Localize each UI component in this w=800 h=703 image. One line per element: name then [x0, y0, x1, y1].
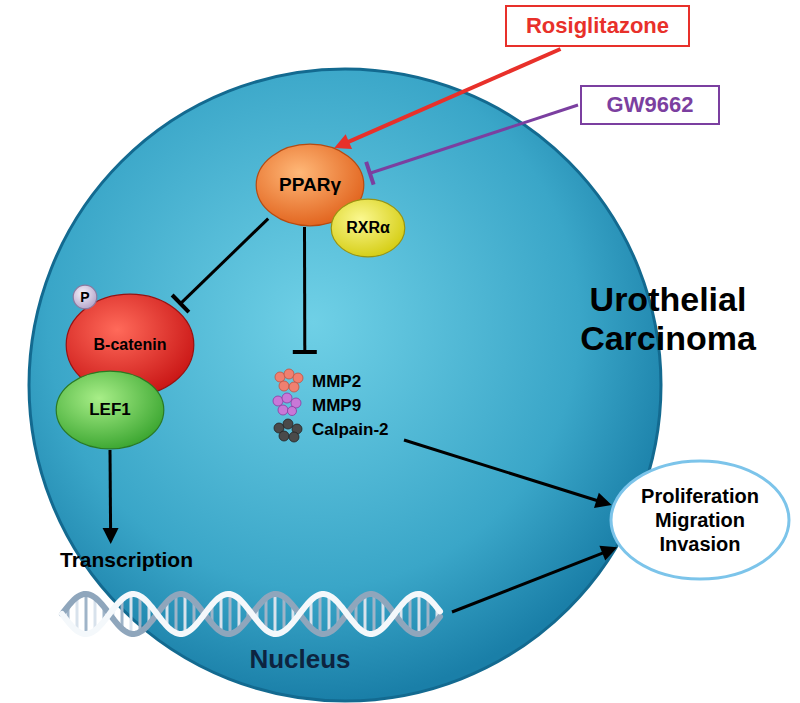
inhibition-bar — [172, 295, 189, 312]
dna-rung — [220, 596, 223, 631]
outcome-ellipse: Proliferation Migration Invasion — [608, 458, 792, 582]
dna-rung — [238, 599, 241, 629]
arrow-head — [334, 134, 352, 149]
dna-rung — [229, 594, 232, 634]
connector-line — [181, 219, 269, 304]
dna-rung — [85, 594, 88, 634]
dna-rung — [436, 608, 439, 621]
connector-line — [370, 105, 578, 173]
connector — [452, 546, 617, 612]
dna-rung — [310, 600, 313, 628]
dna-rung — [418, 594, 421, 634]
process-label: Transcription — [60, 548, 193, 572]
dna-rung — [247, 609, 250, 619]
dna-rung — [400, 606, 403, 623]
drug-name: Rosiglitazone — [526, 13, 669, 39]
enzyme-name: Calpain-2 — [312, 418, 389, 442]
text-holder: Nucleus — [249, 645, 350, 675]
ellipse-shape — [611, 461, 789, 579]
connector — [366, 105, 578, 185]
dna-rung — [202, 612, 205, 616]
calpain2-molecule — [274, 419, 302, 442]
protein-name: B-catenin — [94, 335, 167, 354]
dna-rung — [121, 599, 124, 628]
dna-rung — [157, 613, 160, 616]
dna-rung — [265, 598, 268, 630]
connector — [334, 49, 560, 149]
dna-rung — [427, 598, 430, 630]
cell-body — [29, 69, 661, 701]
mmp2-molecule — [275, 369, 303, 392]
dna-rung — [94, 598, 97, 631]
dna-rung — [211, 604, 214, 623]
cell-circle: Urothelial CarcinomaNucleusPPARγRXRαPB-c… — [27, 67, 663, 703]
connector-line — [404, 440, 599, 501]
protein-name: LEF1 — [89, 400, 131, 420]
dna-rung — [409, 597, 412, 631]
dna-rung — [283, 597, 286, 631]
dna-rung — [373, 594, 376, 633]
phosphate-label: P — [80, 289, 89, 306]
enzyme-name: MMP9 — [312, 394, 361, 418]
dna-rung — [337, 603, 340, 625]
arrow-head — [599, 546, 617, 561]
arrow-head — [594, 493, 612, 508]
outcome-label: Proliferation Migration Invasion — [641, 484, 759, 556]
dna-rung — [301, 611, 304, 618]
inhibition-bar — [366, 162, 373, 185]
dna-rung — [148, 604, 151, 624]
connector — [172, 219, 268, 313]
connector-line — [109, 450, 113, 531]
dna-rung — [103, 607, 106, 621]
protein-name: RXRα — [346, 218, 390, 237]
phosphate-circle: P — [72, 284, 98, 310]
connector — [404, 440, 612, 508]
text-holder: Urothelial Carcinoma — [580, 280, 756, 358]
protein-ellipse: LEF1 — [55, 370, 165, 450]
dna-rung — [175, 595, 178, 633]
dna-rung — [391, 611, 394, 618]
nucleus-label: Nucleus — [249, 645, 350, 675]
dna-strand — [62, 594, 440, 634]
connector-line — [452, 552, 605, 612]
connector — [103, 450, 119, 544]
enzyme-name: MMP2 — [312, 370, 361, 394]
arrow-head — [103, 528, 119, 544]
protein-name: PPARγ — [279, 174, 341, 197]
dna-rung — [67, 606, 70, 621]
dna-rung — [319, 594, 322, 633]
dna-rung — [274, 594, 277, 634]
dna-rung — [292, 606, 295, 623]
dna-rung — [355, 603, 358, 625]
dna-rung — [112, 609, 115, 618]
ellipse-shape — [331, 199, 405, 257]
connector-line — [303, 227, 306, 352]
dna-rung — [328, 595, 331, 632]
enzyme-group: MMP2MMP9Calpain-2 — [260, 362, 400, 446]
inhibition-bar — [293, 350, 317, 354]
drug-box: Rosiglitazone — [505, 5, 690, 47]
transcription-group: Transcription — [55, 548, 450, 648]
dna-rung — [184, 595, 187, 633]
cell-type-label: Urothelial Carcinoma — [580, 280, 756, 358]
dna-rung — [139, 596, 142, 632]
dna-rung — [364, 595, 367, 632]
mmp9-molecule — [273, 393, 301, 416]
dna-rung — [130, 594, 133, 634]
ellipse-shape — [73, 285, 97, 309]
dna-strand — [62, 594, 440, 634]
antagonist-name: GW9662 — [607, 92, 694, 118]
dna-rung — [382, 600, 385, 628]
dna-rung — [256, 608, 259, 621]
connector-line — [346, 49, 560, 143]
dna-rung — [193, 601, 196, 627]
receptor-ellipse: RXRα — [330, 198, 406, 258]
dna-rung — [166, 602, 169, 627]
antagonist-box: GW9662 — [580, 85, 720, 125]
connector — [293, 227, 317, 352]
ellipse-shape — [56, 371, 164, 449]
dna-rung — [76, 597, 79, 630]
